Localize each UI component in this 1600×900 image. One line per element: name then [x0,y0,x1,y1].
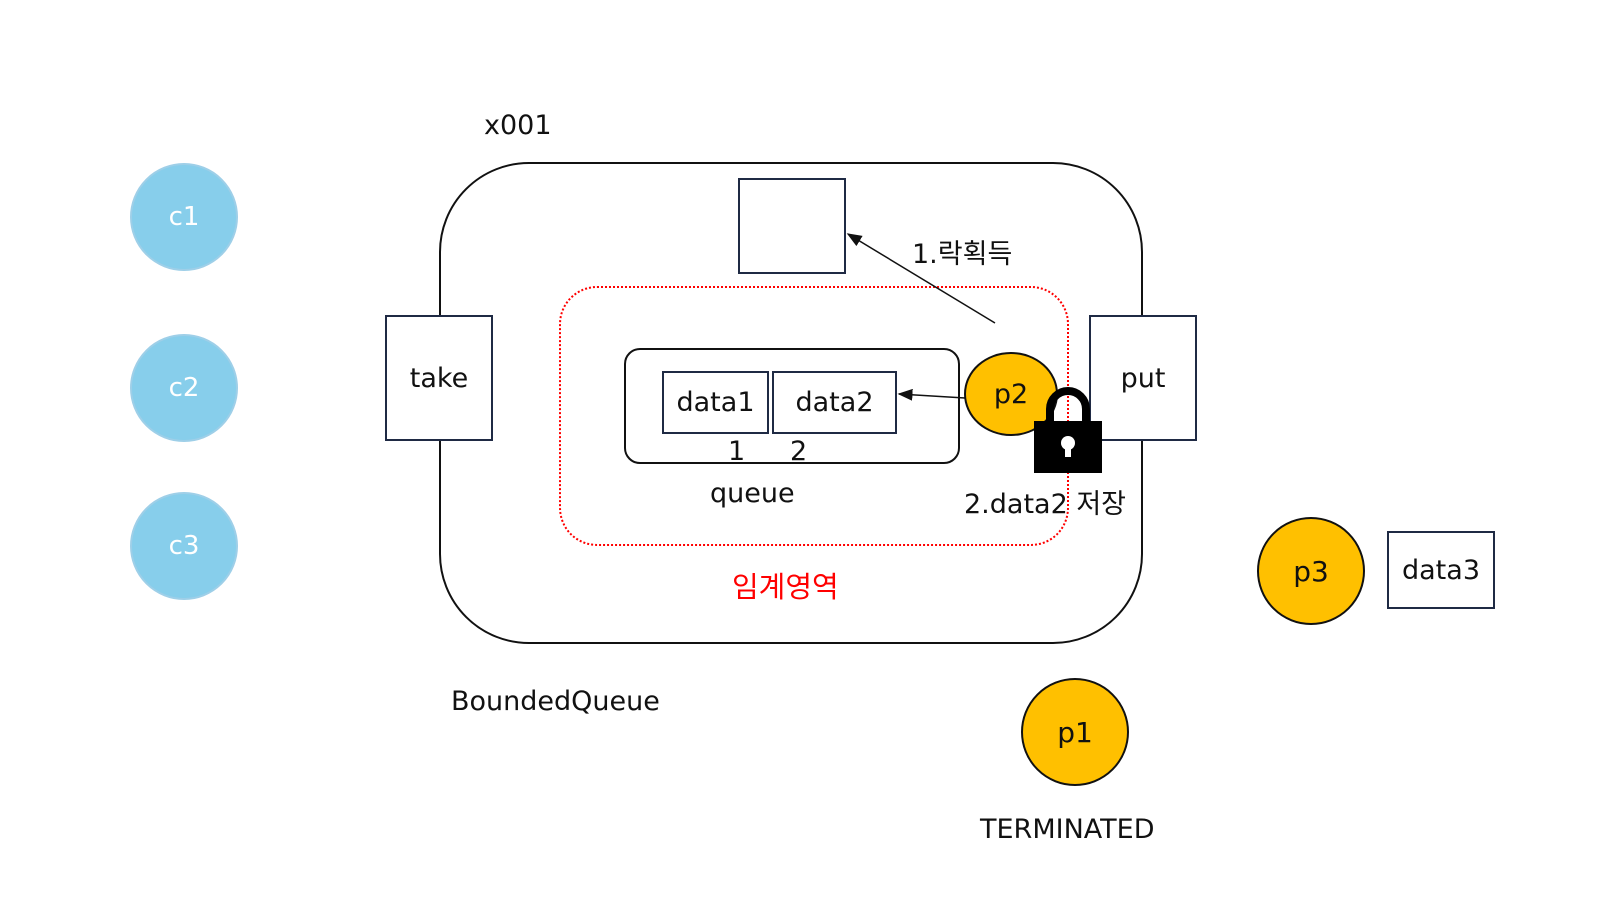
monitor-lock-box [738,178,846,274]
step-acquire-lock-label: 1.락획득 [912,239,1013,270]
terminated-status-label: TERMINATED [980,814,1155,845]
producer-thread-p3: p3 [1257,517,1365,625]
producer-label: p1 [1057,715,1093,749]
consumer-thread-c2: c2 [130,334,238,442]
queue-container [624,348,960,464]
producer-label: p2 [993,378,1029,410]
queue-label: queue [710,478,795,509]
queue-item: data1 [662,371,769,434]
step-store-label: 2.data2 저장 [964,489,1127,520]
consumer-label: c1 [168,202,200,232]
object-name-label: BoundedQueue [451,686,660,717]
put-method-box: put [1089,315,1197,441]
consumer-thread-c1: c1 [130,163,238,271]
padlock-icon [1034,387,1102,473]
critical-section-label: 임계영역 [732,570,839,604]
producer-thread-p1: p1 [1021,678,1129,786]
queue-index: 2 [790,436,808,467]
pending-data-box: data3 [1387,531,1495,609]
take-method-box: take [385,315,493,441]
critical-section [559,286,1069,546]
queue-item: data2 [772,371,897,434]
producer-label: p3 [1293,554,1329,588]
queue-index: 1 [728,436,746,467]
consumer-label: c2 [168,373,200,403]
consumer-thread-c3: c3 [130,492,238,600]
consumer-label: c3 [168,531,200,561]
object-id-label: x001 [484,110,552,141]
